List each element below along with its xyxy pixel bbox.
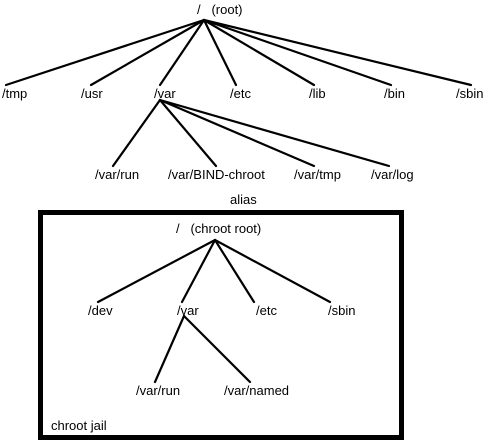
edge-var-log xyxy=(158,98,391,168)
edge-var-bind-chroot xyxy=(158,98,218,168)
var-node-label: /var xyxy=(154,86,176,101)
edge-root-bin xyxy=(202,18,393,87)
jail-root-node-label: / (chroot root) xyxy=(176,221,261,236)
edge-root-lib xyxy=(202,18,316,87)
jail-var-named-node-label: /var/named xyxy=(224,383,289,398)
var-log-node-label: /var/log xyxy=(371,167,414,182)
edge-root-var xyxy=(158,18,206,87)
jail-sbin-node-label: /sbin xyxy=(328,303,355,318)
etc-node-label: /etc xyxy=(230,86,251,101)
edge-jail-root-dev xyxy=(96,238,217,304)
edge-jail-var-named xyxy=(182,314,252,384)
jail-etc-node-label: /etc xyxy=(256,303,277,318)
edge-root-usr xyxy=(89,18,206,87)
jail-tree-edges xyxy=(96,238,332,384)
edge-root-etc xyxy=(202,18,238,87)
jail-dev-node-label: /dev xyxy=(88,303,113,318)
edge-root-sbin xyxy=(202,18,473,87)
var-run-node-label: /var/run xyxy=(95,167,139,182)
edge-jail-root-etc xyxy=(213,238,256,304)
edge-jail-root-var xyxy=(180,238,217,304)
edge-root-tmp xyxy=(4,18,206,87)
jail-var-node-label: /var xyxy=(177,303,199,318)
chroot-jail-frame xyxy=(38,210,404,440)
root-node-label: / (root) xyxy=(197,2,243,17)
var-tmp-node-label: /var/tmp xyxy=(294,167,341,182)
usr-node-label: /usr xyxy=(81,86,103,101)
jail-tree-labels: / (chroot root) /dev /var /etc /sbin /va… xyxy=(88,221,355,398)
main-tree-labels: / (root) /tmp /usr /var /etc /lib /bin /… xyxy=(2,2,483,182)
tmp-node-label: /tmp xyxy=(2,86,27,101)
jail-var-run-node-label: /var/run xyxy=(136,383,180,398)
bin-node-label: /bin xyxy=(384,86,405,101)
var-bind-chroot-node-label: /var/BIND-chroot xyxy=(168,167,265,182)
edge-var-tmp xyxy=(158,98,316,168)
edge-var-run xyxy=(111,98,162,168)
main-tree-edges xyxy=(4,18,473,168)
alias-label: alias xyxy=(230,192,257,207)
lib-node-label: /lib xyxy=(309,86,326,101)
edge-jail-var-run xyxy=(153,314,186,384)
sbin-node-label: /sbin xyxy=(456,86,483,101)
chroot-jail-label: chroot jail xyxy=(51,418,107,433)
edge-jail-root-sbin xyxy=(213,238,332,304)
